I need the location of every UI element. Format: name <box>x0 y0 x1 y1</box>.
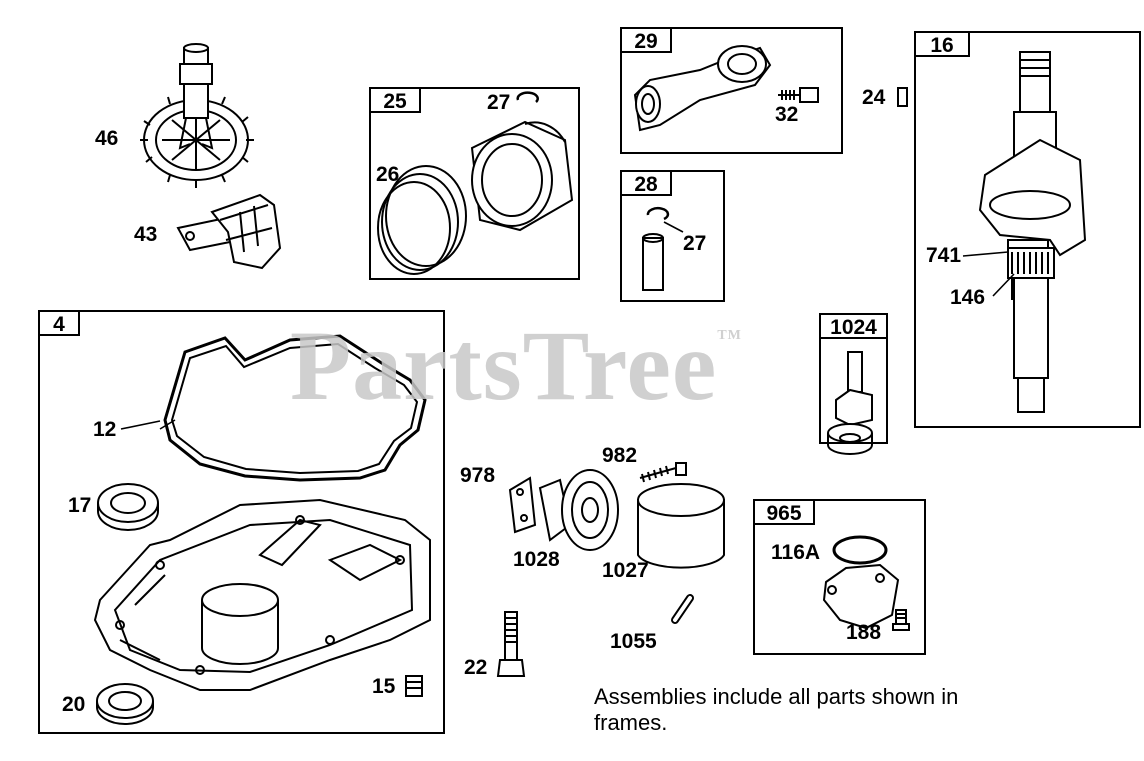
connecting-rod-drawing <box>633 45 772 132</box>
governor-bracket-drawing <box>176 193 282 270</box>
screw-188-drawing <box>892 609 910 631</box>
label-15: 15 <box>372 675 396 698</box>
frame-tag-16: 16 <box>914 31 970 57</box>
bolt-22-drawing <box>496 611 526 677</box>
cover-plate-drawing <box>822 563 900 630</box>
frame-965 <box>753 499 926 655</box>
label-188: 188 <box>846 621 882 644</box>
sump-cover-drawing <box>93 498 431 691</box>
watermark-text: PartsTree <box>290 310 718 421</box>
frame-16 <box>914 31 1141 428</box>
label-24: 24 <box>862 86 886 109</box>
filter-adapter-drawing <box>538 469 619 551</box>
crankshaft-drawing <box>978 51 1087 413</box>
seal-20-drawing <box>96 683 154 725</box>
frame-tag-28: 28 <box>620 170 672 196</box>
label-741: 741 <box>926 244 962 267</box>
assembly-note: Assemblies include all parts shown in fr… <box>594 684 959 735</box>
oil-seal-drawing <box>97 483 159 531</box>
gasket-drawing <box>163 334 427 482</box>
label-43: 43 <box>134 223 158 246</box>
oil-filter-drawing <box>637 483 725 569</box>
oring-drawing <box>832 535 888 565</box>
label-22: 22 <box>464 656 488 679</box>
oil-pump-drawing <box>827 351 873 455</box>
label-27-frame-28: 27 <box>683 232 707 255</box>
frame-tag-1024: 1024 <box>819 313 888 339</box>
label-982: 982 <box>602 444 638 467</box>
label-46: 46 <box>95 127 119 150</box>
label-1028: 1028 <box>513 548 560 571</box>
frame-4 <box>38 310 445 734</box>
frame-tag-4: 4 <box>38 310 80 336</box>
frame-29 <box>620 27 843 154</box>
label-20: 20 <box>62 693 86 716</box>
piston-drawing <box>470 120 574 232</box>
label-27-top: 27 <box>487 91 511 114</box>
piston-rings-drawing <box>377 165 467 275</box>
clip-27-drawing <box>516 91 539 103</box>
frame-tag-29: 29 <box>620 27 672 53</box>
label-1027: 1027 <box>602 559 649 582</box>
key-drawing <box>897 87 908 107</box>
label-978: 978 <box>460 464 496 487</box>
label-146: 146 <box>950 286 986 309</box>
frame-tag-25: 25 <box>369 87 421 113</box>
watermark-trademark: TM <box>717 328 742 343</box>
piston-pin-drawing <box>642 237 664 291</box>
frame-tag-965: 965 <box>753 499 815 525</box>
label-116A: 116A <box>771 541 821 564</box>
bolt-32-drawing <box>778 87 819 103</box>
label-17: 17 <box>68 494 92 517</box>
screw-982-drawing <box>639 462 687 483</box>
label-26: 26 <box>376 163 400 186</box>
leader-lines <box>120 221 1015 430</box>
label-32: 32 <box>775 103 799 126</box>
frame-28 <box>620 170 725 302</box>
cam-gear-drawing <box>140 43 254 188</box>
filter-gasket-drawing <box>508 476 537 534</box>
label-1055: 1055 <box>610 630 657 653</box>
watermark: PartsTreeTM <box>290 308 742 423</box>
label-12: 12 <box>93 418 117 441</box>
frame-25 <box>369 87 580 280</box>
clip-28-drawing <box>646 207 670 221</box>
